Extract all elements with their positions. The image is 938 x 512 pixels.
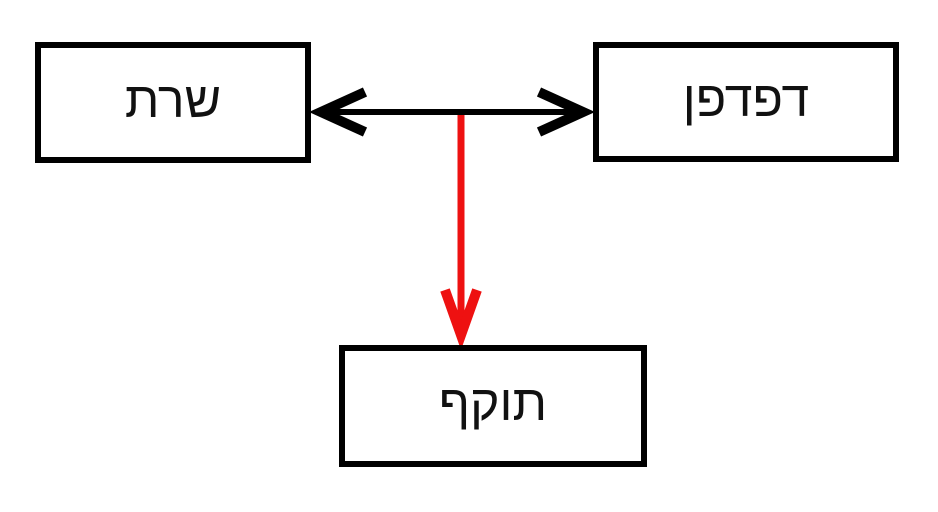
node-server: שרת: [35, 42, 311, 163]
node-attacker: תוקף: [339, 345, 647, 467]
node-server-label: שרת: [124, 71, 222, 128]
server-browser-arrow: [308, 87, 596, 137]
node-browser: דפדפן: [593, 42, 899, 162]
attack-arrow: [440, 110, 482, 350]
node-browser-label: דפדפן: [682, 71, 810, 127]
arrowhead-right-icon: [536, 87, 596, 137]
node-attacker-label: תוקף: [438, 375, 548, 431]
arrowhead-left-icon: [308, 87, 368, 137]
arrowhead-down-icon: [440, 288, 482, 350]
